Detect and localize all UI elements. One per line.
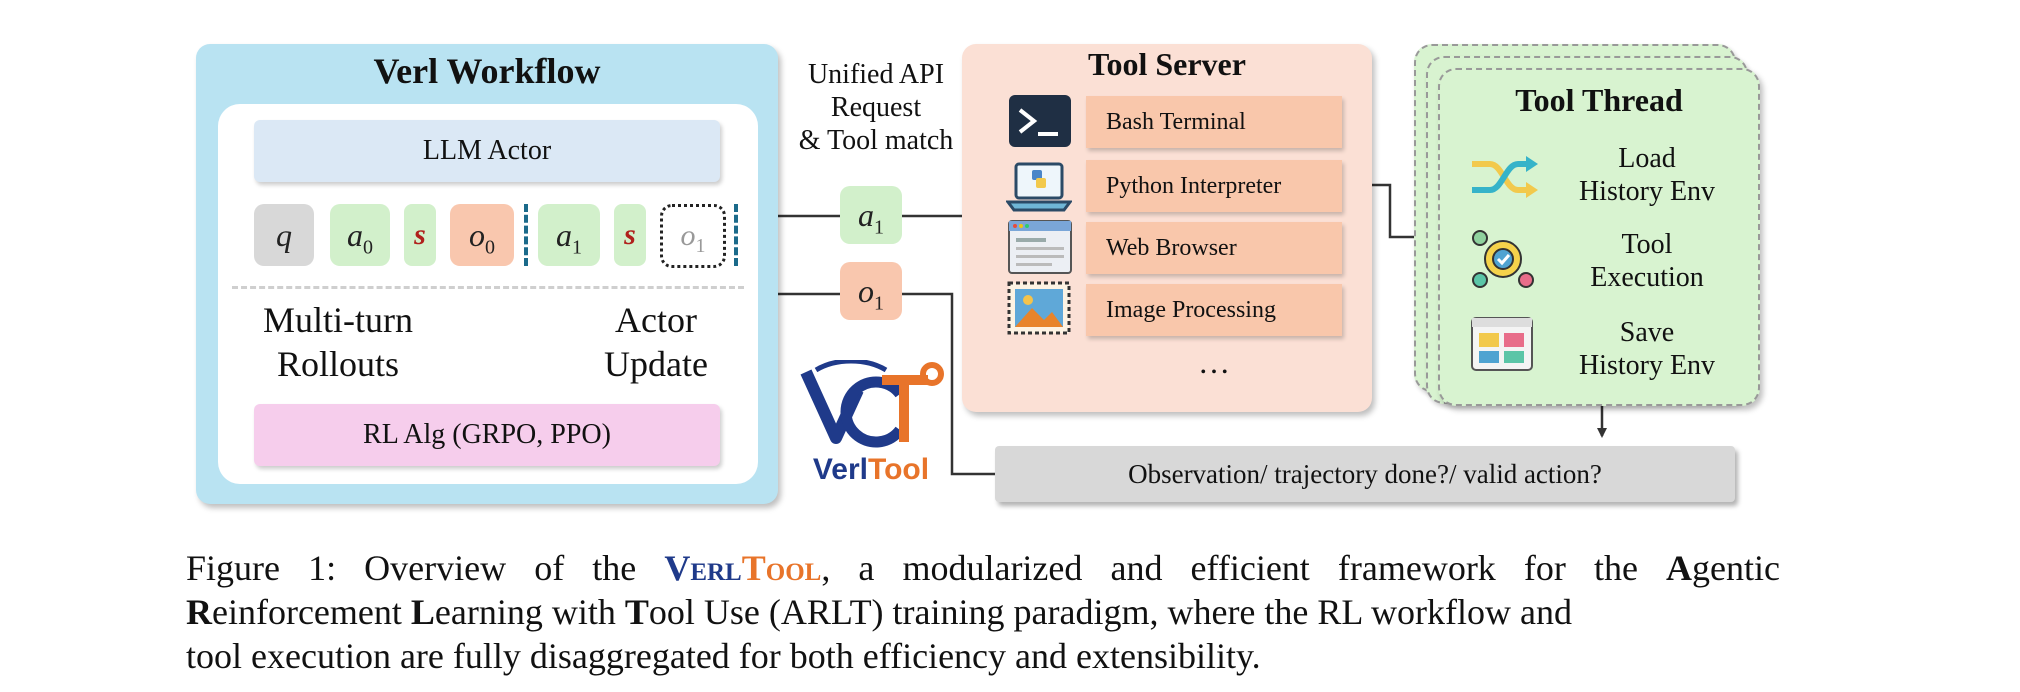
turn-divider [524, 204, 528, 266]
tool-item-python[interactable]: Python Interpreter [1086, 160, 1342, 212]
verl-workflow-inner: LLM Actor q a0 s o0 a1 s o1 [218, 104, 758, 484]
observation-message: o1 [840, 262, 902, 320]
tool-thread-panel: Tool Thread Load History Env Tool Execut… [1438, 68, 1760, 406]
token-sequence: q a0 s o0 a1 s o1 [218, 204, 758, 268]
token-action-1: a1 [538, 204, 600, 266]
action-message: a1 [840, 186, 902, 244]
verltool-wordmark-verl: Verl [812, 453, 868, 486]
llm-actor-box: LLM Actor [254, 120, 720, 182]
figure-caption: Figure 1: Overview of the VerlTool, a mo… [186, 546, 1780, 678]
step-load-line1: Load [1618, 143, 1676, 174]
caption-bold-a: A [1666, 548, 1693, 588]
step-save-label: Save History Env [1572, 316, 1722, 382]
token-action-0-sub: 0 [363, 236, 373, 259]
caption-bold-t: T [624, 592, 649, 632]
section-divider [232, 286, 744, 289]
verltool-wordmark: VerlTool [796, 453, 946, 487]
observation-status-bar: Observation/ trajectory done?/ valid act… [995, 446, 1735, 502]
verl-workflow-title: Verl Workflow [373, 51, 601, 91]
caption-line-2: Reinforcement Learning with Tool Use (AR… [186, 590, 1780, 634]
tool-server-title: Tool Server [1088, 46, 1246, 82]
token-obs-0-sub: 0 [485, 236, 495, 259]
step-load-line2: History Env [1578, 176, 1716, 207]
actor-update-label-line2: Update [604, 344, 708, 384]
token-obs-pending-sub: 1 [695, 235, 706, 257]
api-label-line3: & Tool match [798, 125, 954, 156]
observation-message-base: o [858, 273, 874, 309]
rl-alg-box: RL Alg (GRPO, PPO) [254, 404, 720, 466]
step-load-label: Load History Env [1572, 142, 1722, 208]
action-message-sub: 1 [874, 216, 884, 239]
gear-check-icon [1472, 230, 1534, 288]
token-sep-0: s [404, 204, 436, 266]
rollouts-label-line1: Multi-turn [263, 300, 413, 340]
tool-thread-title: Tool Thread [1515, 82, 1683, 118]
tool-item-python-label: Python Interpreter [1106, 173, 1282, 199]
caption-prefix: Figure 1: Overview of the [186, 548, 665, 588]
token-obs-pending-base: o [680, 219, 696, 252]
terminal-icon [1009, 95, 1071, 147]
token-action-0: a0 [330, 204, 390, 266]
action-message-base: a [858, 197, 874, 233]
tool-item-bash-label: Bash Terminal [1106, 109, 1246, 135]
image-icon [1007, 281, 1071, 335]
caption-name-tool: Tool [741, 548, 822, 588]
caption-text-c: einforcement [212, 592, 411, 632]
tool-item-image-label: Image Processing [1106, 297, 1276, 323]
step-save-line2: History Env [1578, 350, 1716, 381]
verltool-logo-mark: VT [800, 358, 944, 448]
api-label-line1: Unified API [807, 59, 945, 90]
dashboard-icon [1471, 317, 1533, 371]
step-exec-line2: Execution [1590, 262, 1704, 293]
api-label: Unified API Request & Tool match [786, 58, 966, 157]
caption-bold-l: L [410, 592, 435, 632]
tool-item-browser-label: Web Browser [1106, 235, 1237, 261]
verl-workflow-panel: Verl Workflow LLM Actor q a0 s o0 a1 s [196, 44, 778, 504]
caption-text-d: earning with [434, 592, 625, 632]
api-label-line2: Request [830, 92, 922, 123]
more-tools-ellipsis: … [1198, 344, 1230, 380]
step-exec-line1: Tool [1621, 229, 1673, 260]
caption-name-verl: Verl [664, 548, 742, 588]
verltool-logo: VT VerlTool [796, 358, 946, 490]
observation-message-sub: 1 [874, 292, 884, 315]
rollouts-label: Multi-turn Rollouts [248, 298, 428, 386]
actor-update-label: Actor Update [566, 298, 746, 386]
token-sep-1-label: s [624, 218, 636, 251]
caption-bold-r: R [186, 592, 212, 632]
rollouts-label-line2: Rollouts [276, 344, 400, 384]
browser-icon [1008, 220, 1072, 274]
step-save-line1: Save [1619, 317, 1675, 348]
verltool-wordmark-tool: Tool [867, 453, 930, 486]
caption-text-a: , a modularized and efficient framework … [821, 548, 1667, 588]
caption-text-b: gentic [1692, 548, 1780, 588]
caption-line-1: Figure 1: Overview of the VerlTool, a mo… [186, 546, 1780, 590]
token-obs-0: o0 [450, 204, 514, 266]
tool-item-bash[interactable]: Bash Terminal [1086, 96, 1342, 148]
actor-update-label-line1: Actor [615, 300, 697, 340]
token-sep-0-label: s [414, 218, 426, 251]
caption-text-e: ool Use (ARLT) training paradigm, where … [648, 592, 1573, 632]
caption-line-3: tool execution are fully disaggregated f… [186, 636, 1261, 676]
token-query: q [254, 204, 314, 266]
shuffle-icon [1472, 156, 1538, 198]
token-sep-1: s [614, 204, 646, 266]
token-action-1-base: a [556, 217, 572, 253]
token-query-label: q [276, 217, 292, 253]
tool-item-browser[interactable]: Web Browser [1086, 222, 1342, 274]
token-obs-0-base: o [469, 217, 485, 253]
token-obs-pending: o1 [660, 204, 726, 268]
tool-item-image[interactable]: Image Processing [1086, 284, 1342, 336]
tool-server-panel: Tool Server Bash Terminal Python Interpr… [962, 44, 1372, 412]
sequence-end-divider [734, 204, 738, 266]
step-exec-label: Tool Execution [1572, 228, 1722, 294]
token-action-1-sub: 1 [572, 236, 582, 259]
python-laptop-icon [1006, 162, 1072, 212]
token-action-0-base: a [347, 217, 363, 253]
